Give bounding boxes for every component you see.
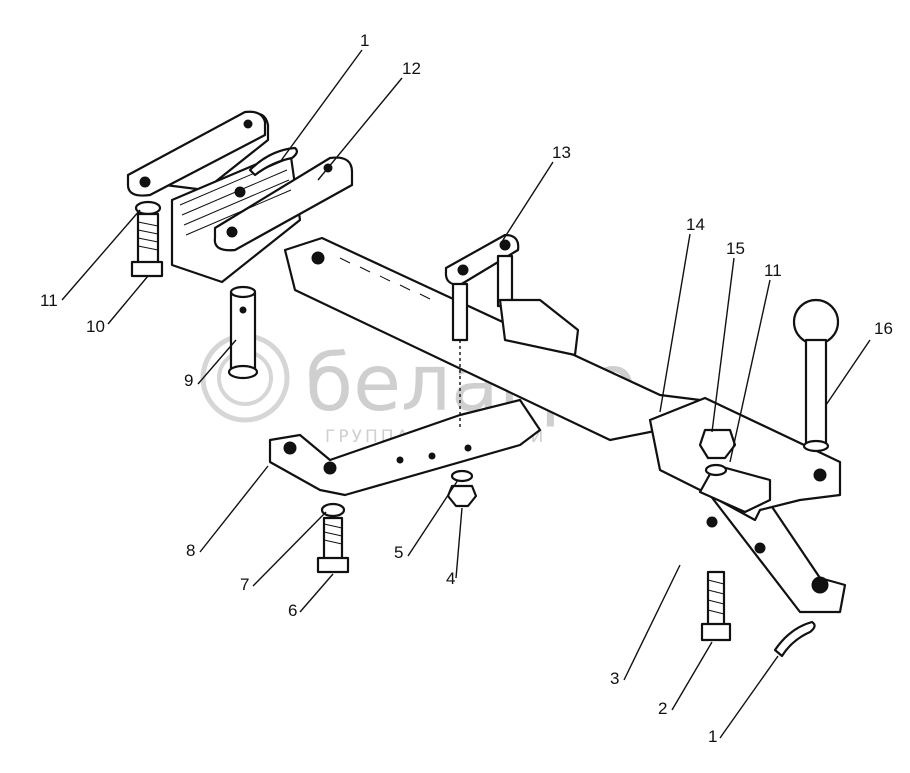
callout-14: 14 [686,215,705,234]
bracket-top-plate-right [213,156,354,252]
callout-11-left: 11 [40,291,58,310]
swing-plate-body [268,398,542,497]
lock-washer [704,463,728,477]
swing-plate-hole [464,444,472,452]
leader-line [317,77,403,181]
pin-top [229,285,257,299]
hitch-pin [227,285,259,380]
leader-line [623,564,681,681]
cross-member-body [648,396,842,522]
swing-plate-hole [283,441,297,455]
left-bolt-assembly [130,200,164,278]
callout-6: 6 [288,601,297,620]
callout-7: 7 [240,575,249,594]
swing-plate-bolt [316,502,350,574]
bracket-hole [243,119,253,129]
guide-clamp-stud [496,254,514,308]
pin-bottom [227,364,259,380]
swing-plate [268,398,542,497]
leader-line [711,257,735,433]
guide-clamp-hole [457,264,469,276]
drawbar-scale [339,257,431,300]
leader-line [455,507,463,579]
bracket-top-plate-left [126,110,267,197]
callout-labels: 1 12 13 14 15 11 16 11 10 9 8 7 6 5 4 3 … [40,31,893,746]
leader-line [299,573,334,613]
callout-9: 9 [184,371,193,390]
lower-bolt [700,570,732,642]
leader-lines [61,49,871,739]
callout-10: 10 [86,317,105,336]
bolt-thread [707,579,725,615]
bolt-thread [323,523,343,545]
callout-1-bottom: 1 [708,727,717,746]
callout-11-right: 11 [764,261,782,280]
bracket-hole [139,176,151,188]
drawbar-hole [754,542,766,554]
leader-line [729,279,771,463]
leader-line [407,479,459,557]
swing-plate-hole [323,461,337,475]
leader-line [199,465,269,553]
leader-line [61,209,141,301]
lever-base [802,439,830,453]
guide-clamp-block [498,298,580,357]
leader-line [107,275,149,325]
lever-shaft [804,338,828,447]
bracket-hole [226,226,238,238]
leader-line [719,655,779,739]
callout-12: 12 [402,59,421,78]
drawbar-hole [706,516,718,528]
drawbar-body [283,236,847,614]
lever-knob [792,298,840,346]
leader-line [671,641,713,711]
cross-member-hole [813,468,827,482]
leader-line [825,339,871,406]
spring-washer [134,200,162,216]
bolt-head [700,622,732,642]
lock-nut [698,428,737,460]
leader-line [252,511,327,587]
rear-cross-member [648,396,842,522]
upper-bracket-assembly [126,110,354,284]
callout-1-top: 1 [360,31,369,50]
washer [450,469,474,483]
bolt-thread [137,221,159,251]
drawbar-hole [311,251,325,265]
cross-member-block [698,463,772,514]
leader-line [279,49,363,163]
nut-washer-set [446,469,478,508]
bracket-shading [179,159,292,236]
callout-13: 13 [552,143,571,162]
drawbar [283,236,847,614]
drawbar-hole [811,576,829,594]
callout-5: 5 [394,543,403,562]
callout-15: 15 [726,239,745,258]
callout-3: 3 [610,669,619,688]
guide-clamp [444,233,580,430]
leader-line [502,161,554,241]
pin-shaft [229,290,257,374]
lever-handle [792,298,840,453]
cotter-pin [773,620,816,658]
cotter-pin-bottom [773,620,816,658]
swing-plate-hole [428,452,436,460]
bolt-head [316,556,350,574]
bolt-head [130,260,164,278]
callout-8: 8 [186,541,195,560]
guide-clamp-stud [451,282,469,342]
pin-hole [239,306,247,314]
swing-plate-hole [396,456,404,464]
spring-washer [320,502,346,518]
callout-16: 16 [874,319,893,338]
leader-line [197,339,237,385]
leader-line [659,233,691,413]
callout-4: 4 [446,569,455,588]
callout-2: 2 [658,699,667,718]
guide-clamp-hole [499,239,511,251]
